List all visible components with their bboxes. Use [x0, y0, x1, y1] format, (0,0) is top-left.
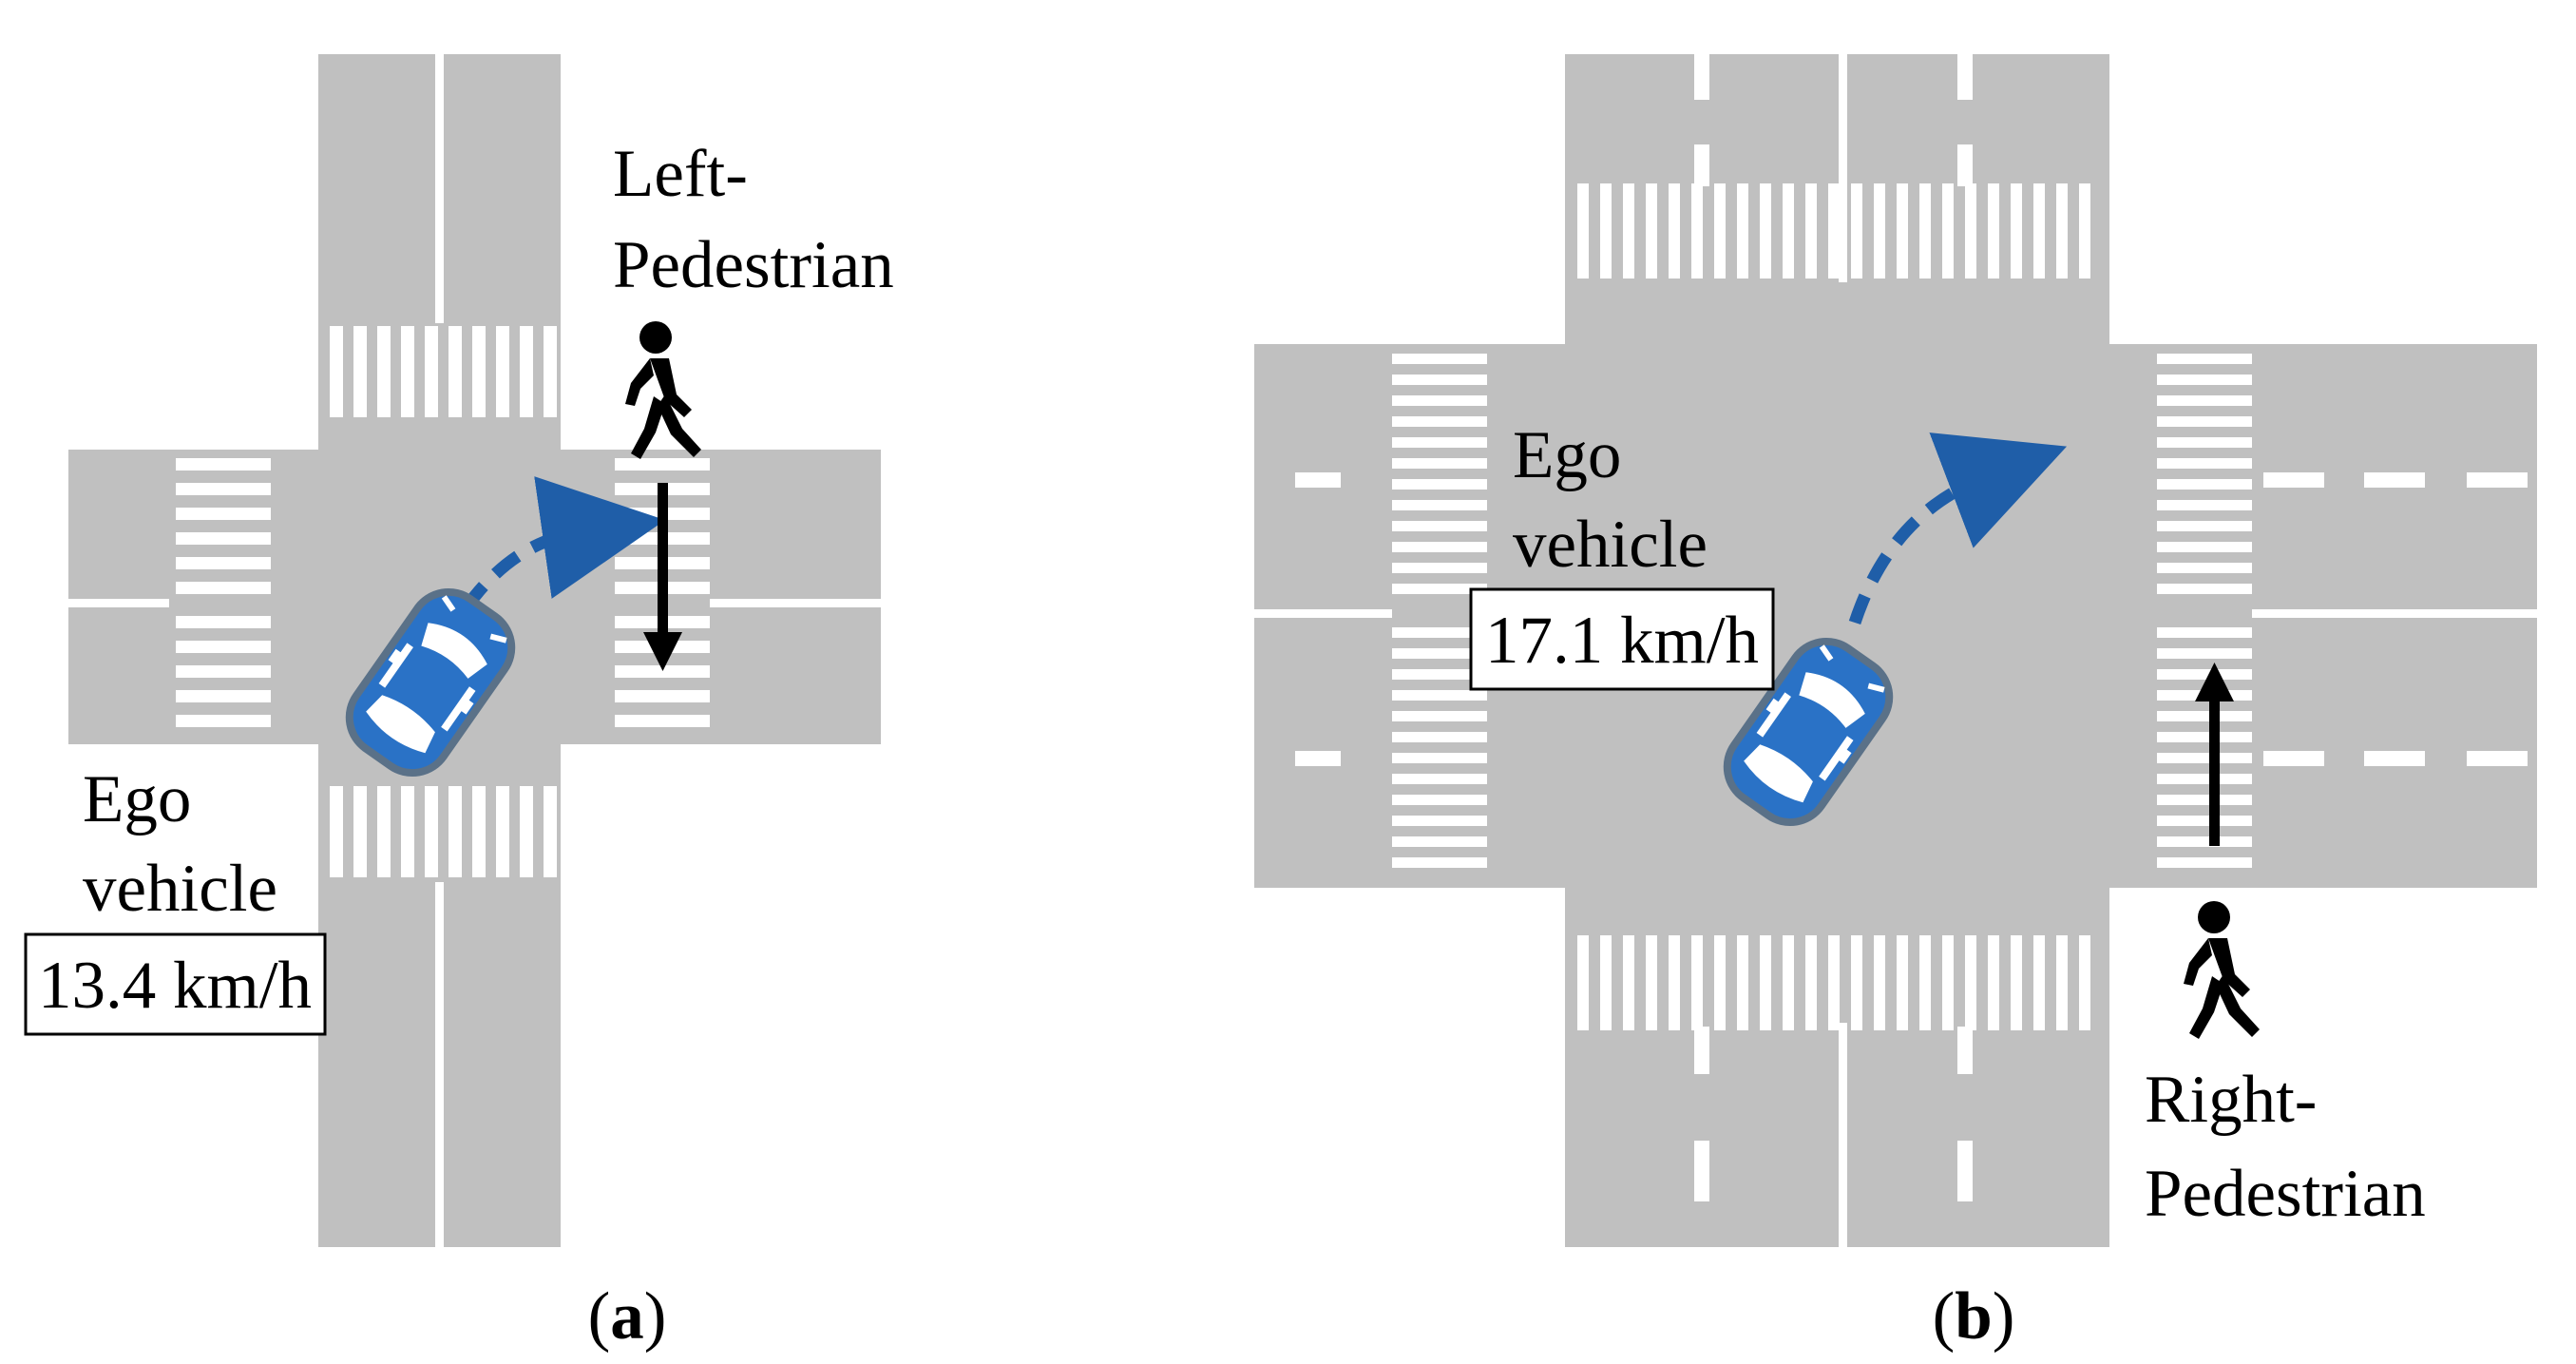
caption-b: (b) [1933, 1279, 2015, 1354]
crosswalk-a-south [330, 786, 557, 877]
lane-dashes-b [1295, 54, 2528, 1201]
walking-person-icon-b [2184, 901, 2260, 1039]
crosswalk-b-west [1392, 354, 1487, 868]
speed-value-a: 13.4 km/h [38, 949, 312, 1023]
crosswalk-b-south [1577, 935, 2090, 1030]
vehicle-trajectory-b [1848, 432, 2068, 625]
right-pedestrian-label-line1: Right- [2145, 1063, 2317, 1137]
pedestrian-path-arrow-b [2195, 663, 2234, 846]
speed-box-b [1469, 587, 1775, 691]
ego-vehicle-label-a-line2: vehicle [83, 852, 277, 926]
crosswalk-a-west [176, 458, 271, 727]
panel-a: Left- Pedestrian Ego vehicle 13.4 km/h (… [24, 54, 894, 1354]
left-pedestrian-label-line2: Pedestrian [613, 228, 894, 302]
speed-box-a [24, 932, 327, 1036]
right-pedestrian-label-line2: Pedestrian [2145, 1157, 2426, 1231]
panel-b: Ego vehicle 17.1 km/h Right- Pedestrian … [1254, 54, 2537, 1354]
crosswalk-b-north [1577, 183, 2090, 279]
lane-lines-a [68, 54, 881, 1247]
caption-a: (a) [588, 1279, 667, 1354]
ego-vehicle-label-b-line2: vehicle [1513, 508, 1708, 582]
speed-value-b: 17.1 km/h [1485, 604, 1759, 678]
walking-person-icon-a [625, 321, 701, 459]
median-gaps-b [1254, 54, 2537, 1247]
ego-vehicle-label-b-line1: Ego [1513, 418, 1621, 492]
left-pedestrian-label-line1: Left- [613, 137, 748, 211]
crosswalk-b-east [2157, 354, 2252, 868]
vehicle-trajectory-a [460, 476, 666, 612]
crosswalk-a-north [330, 326, 557, 417]
ego-vehicle-label-a-line1: Ego [83, 762, 191, 836]
pedestrian-path-arrow-a [643, 483, 682, 671]
